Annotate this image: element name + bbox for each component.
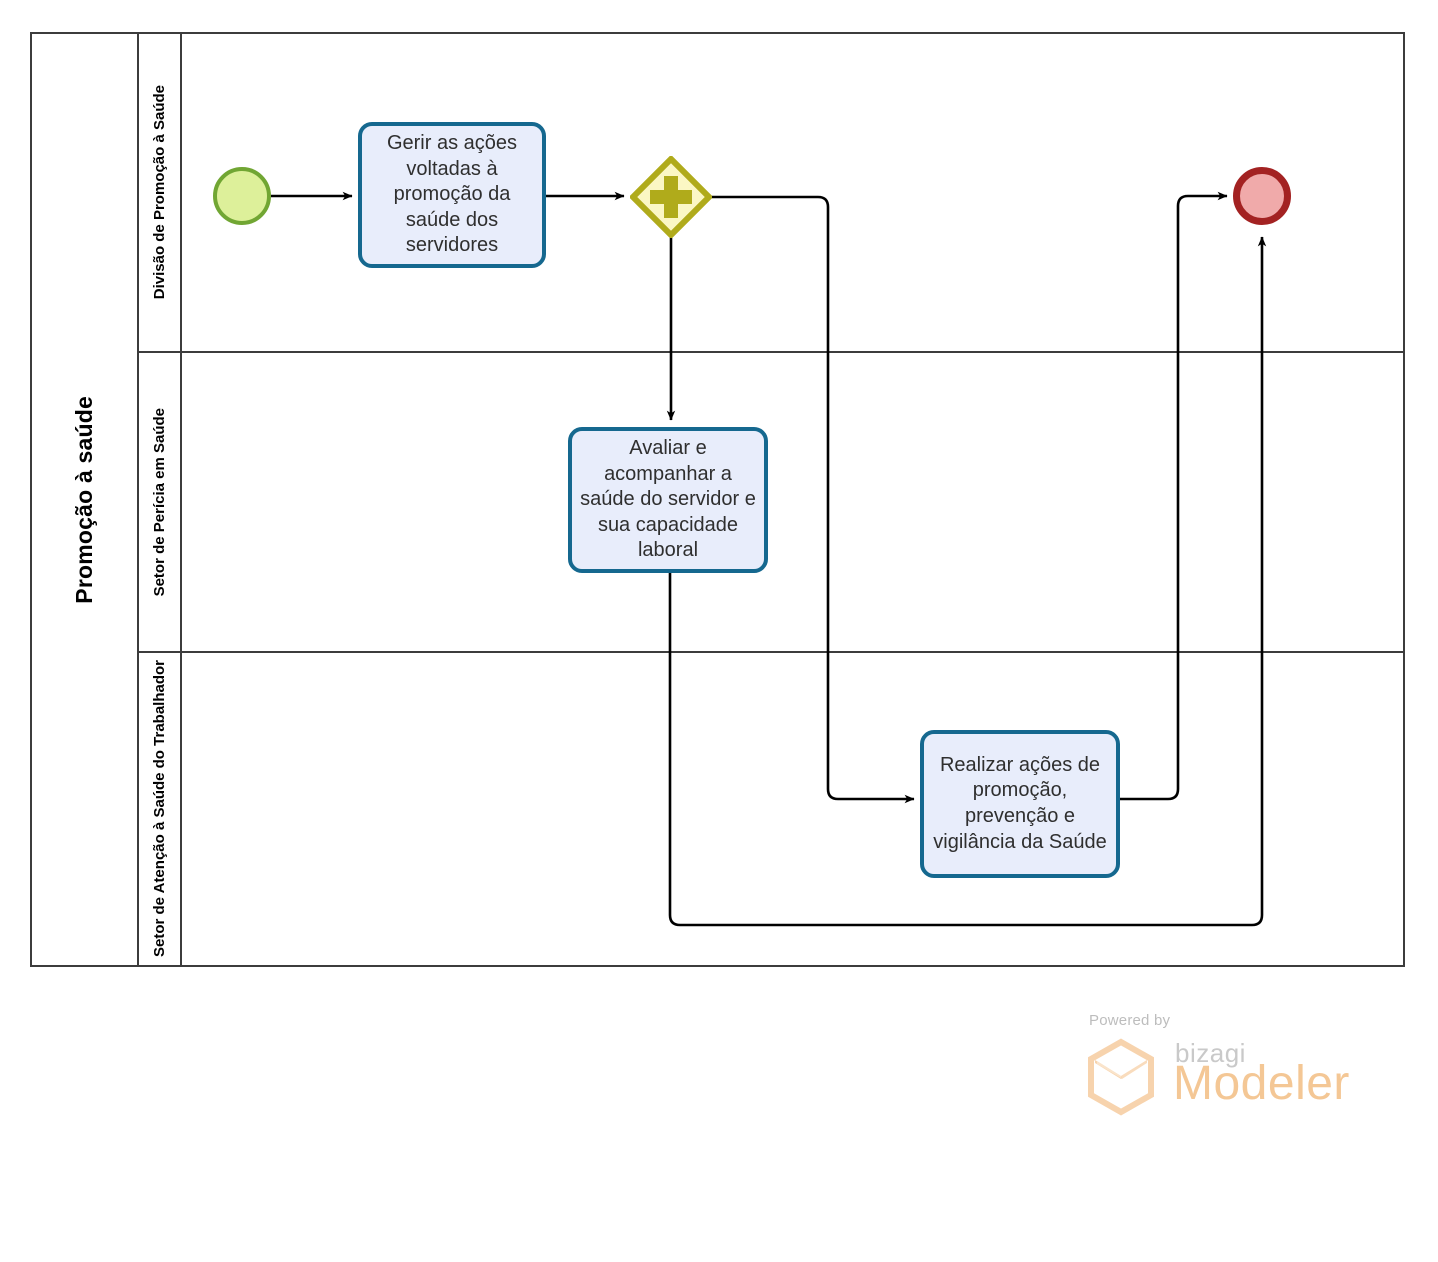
task-avaliar-acompanhar[interactable]: Avaliar e acompanhar a saúde do servidor… — [568, 427, 768, 573]
task-label: Avaliar e acompanhar a saúde do servidor… — [580, 437, 756, 562]
bizagi-watermark: Powered by bizagi Modeler — [1085, 1012, 1349, 1117]
lane-header-3: Setor de Atenção à Saúde do Trabalhador — [139, 653, 182, 965]
pool-header: Promoção à saúde — [32, 34, 139, 965]
lane-setor-de-atencao-a-saude-do-trabalhador: Setor de Atenção à Saúde do Trabalhador — [139, 653, 1403, 965]
end-event[interactable] — [1233, 167, 1291, 225]
modeler-product-label: Modeler — [1173, 1057, 1350, 1110]
powered-by-label: Powered by — [1089, 1012, 1171, 1029]
task-label: Realizar ações de promoção, prevenção e … — [933, 753, 1107, 853]
task-label: Gerir as ações voltadas à promoção da sa… — [386, 132, 518, 257]
lane-setor-de-pericia-em-saude: Setor de Perícia em Saúde — [139, 353, 1403, 653]
lane-title-1: Divisão de Promoção à Saúde — [150, 85, 168, 300]
start-event[interactable] — [213, 167, 271, 225]
lane-title-2: Setor de Perícia em Saúde — [150, 407, 168, 597]
lane-header-2: Setor de Perícia em Saúde — [139, 353, 182, 651]
lane-header-1: Divisão de Promoção à Saúde — [139, 34, 182, 351]
lane-stack: Divisão de Promoção à Saúde Setor de Per… — [139, 34, 1403, 965]
task-realizar-acoes[interactable]: Realizar ações de promoção, prevenção e … — [920, 730, 1120, 878]
bizagi-brand-label: bizagi — [1175, 1038, 1246, 1068]
plus-icon — [650, 176, 692, 218]
pool-title: Promoção à saúde — [71, 395, 97, 604]
hexagon-cube-icon — [1088, 1038, 1154, 1116]
lane-divisao-de-promocao-a-saude: Divisão de Promoção à Saúde — [139, 34, 1403, 353]
lane-title-3: Setor de Atenção à Saúde do Trabalhador — [150, 660, 168, 958]
parallel-gateway[interactable] — [630, 156, 712, 238]
task-gerir-acoes[interactable]: Gerir as ações voltadas à promoção da sa… — [358, 122, 546, 268]
